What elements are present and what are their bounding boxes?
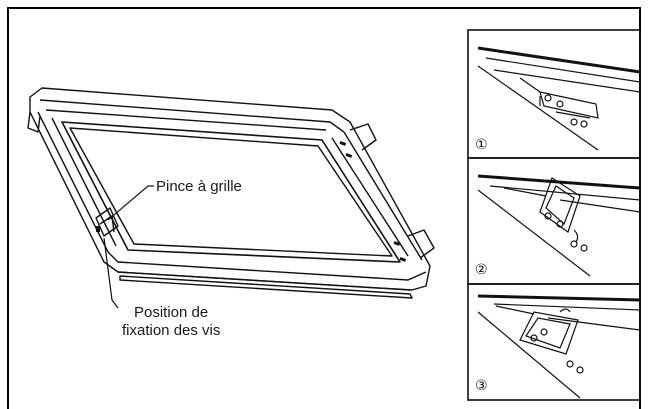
panel-1-detail xyxy=(477,46,641,151)
step-number-2: ② xyxy=(475,262,488,278)
figure-frame xyxy=(7,7,641,409)
screw-position-label-line2: fixation des vis xyxy=(122,322,221,339)
step-number-3: ③ xyxy=(475,378,488,394)
grille-frame-drawing xyxy=(27,87,435,299)
clip-label: Pince à grille xyxy=(156,178,242,195)
screw-marks xyxy=(96,141,407,262)
panel-2-detail xyxy=(477,174,641,277)
panel-3-detail xyxy=(477,294,641,399)
step-panels xyxy=(467,29,641,401)
callout-lines xyxy=(103,185,154,309)
step-number-1: ① xyxy=(475,137,488,153)
screw-position-label-line1: Position de xyxy=(134,304,209,321)
